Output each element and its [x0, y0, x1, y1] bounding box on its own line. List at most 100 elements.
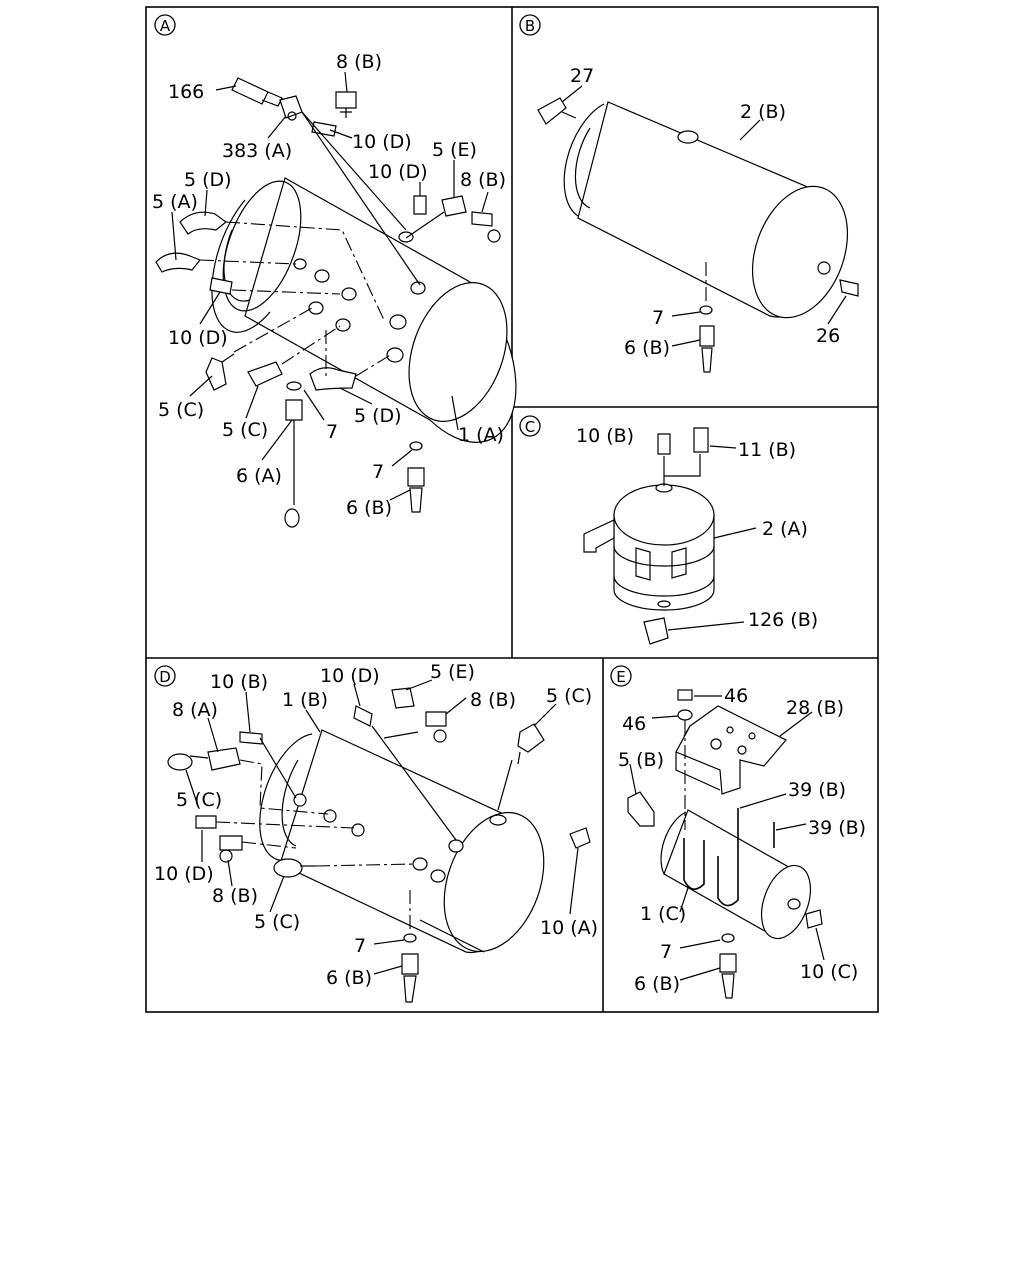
label-383a: 383 (A) — [222, 140, 292, 162]
fitting-27 — [537, 97, 577, 125]
fitting-8a — [207, 747, 241, 771]
label-7: 7 — [660, 941, 672, 963]
diagram-frame — [145, 6, 879, 1013]
label-10b: 10 (B) — [210, 671, 268, 693]
svg-text:B: B — [525, 17, 535, 35]
label-1c: 1 (C) — [640, 903, 686, 925]
fitting-5e — [441, 195, 467, 217]
fitting-5a — [155, 252, 201, 273]
panel-e-marker: E — [610, 665, 632, 687]
fitting-5c-mid — [247, 361, 283, 387]
label-5b: 5 (B) — [618, 749, 664, 771]
panel-a: A — [152, 14, 517, 528]
label-7: 7 — [372, 461, 384, 483]
label-5c: 5 (C) — [254, 911, 300, 933]
label-46: 46 — [622, 713, 646, 735]
fitting-8b-right — [471, 211, 501, 243]
plug-10c — [805, 909, 823, 929]
fitting-10d-mid — [413, 195, 427, 215]
label-6b: 6 (B) — [624, 337, 670, 359]
label-10d: 10 (D) — [154, 863, 214, 885]
fitting-10d-d-left — [195, 815, 217, 829]
panel-c: C 10 (B) — [519, 415, 818, 645]
tank-ports — [293, 231, 426, 363]
label-28b: 28 (B) — [786, 697, 844, 719]
panel-a-connection-lines — [199, 111, 445, 380]
label-5c: 5 (C) — [222, 419, 268, 441]
label-7: 7 — [652, 307, 664, 329]
label-46: 46 — [724, 685, 748, 707]
label-10d: 10 (D) — [168, 327, 228, 349]
valve-6a — [284, 381, 303, 528]
label-2a: 2 (A) — [762, 518, 808, 540]
panel-d-connection-lines — [215, 725, 513, 953]
bracket-28b — [675, 705, 787, 795]
valve-6b-d — [401, 890, 419, 1003]
label-8a: 8 (A) — [172, 699, 218, 721]
panel-d: D — [154, 661, 598, 1003]
panel-e: E — [610, 665, 866, 999]
panel-d-marker: D — [154, 665, 176, 687]
label-5d: 5 (D) — [184, 169, 232, 191]
panel-a-marker: A — [154, 14, 176, 36]
label-7: 7 — [354, 935, 366, 957]
label-5e: 5 (E) — [430, 661, 475, 683]
label-8b: 8 (B) — [460, 169, 506, 191]
panel-c-leaders — [663, 445, 757, 631]
valve-6b-e — [719, 933, 737, 999]
fitting-5c-d-top — [517, 723, 545, 765]
panel-d-leaders — [185, 679, 579, 975]
fitting-5c-left — [205, 353, 235, 391]
label-10d: 10 (D) — [352, 131, 412, 153]
label-5c: 5 (C) — [158, 399, 204, 421]
fitting-8b-d-left — [219, 835, 243, 863]
panel-a-part-labels: 166 8 (B) 383 (A) 10 (D) 10 (D) 5 (E) 8 … — [152, 51, 506, 519]
panel-d-part-labels: 10 (B) 10 (D) 5 (E) 8 (B) 5 (C) 8 (A) 1 … — [154, 661, 598, 989]
svg-text:A: A — [160, 17, 171, 35]
label-6a: 6 (A) — [236, 465, 282, 487]
panel-e-leaders — [629, 695, 825, 981]
label-10a: 10 (A) — [540, 917, 598, 939]
label-26: 26 — [816, 325, 840, 347]
label-166: 166 — [168, 81, 204, 103]
svg-text:E: E — [616, 668, 625, 686]
panel-b: B 27 — [519, 14, 859, 373]
panel-c-part-labels: 10 (B) 11 (B) 2 (A) 126 (B) — [576, 425, 818, 631]
fitting-5d-upper — [179, 211, 227, 235]
svg-text:C: C — [525, 418, 535, 436]
fitting-5c-d-lower — [273, 858, 316, 878]
air-tank-2a — [583, 483, 715, 611]
label-5c: 5 (C) — [176, 789, 222, 811]
label-8b: 8 (B) — [470, 689, 516, 711]
fitting-10b-d — [239, 731, 263, 745]
panel-e-part-labels: 46 46 28 (B) 5 (B) 39 (B) 39 (B) 1 (C) 7… — [618, 685, 866, 995]
label-39b: 39 (B) — [808, 817, 866, 839]
fitting-8b-top — [335, 91, 357, 118]
label-1a: 1 (A) — [458, 424, 504, 446]
label-2b: 2 (B) — [740, 101, 786, 123]
fitting-10d-d-top — [353, 705, 373, 727]
label-10d: 10 (D) — [320, 665, 380, 687]
nut-46-lower — [677, 709, 693, 721]
fitting-5e-d — [391, 687, 415, 709]
label-10b: 10 (B) — [576, 425, 634, 447]
fitting-8b-d-top — [425, 711, 447, 743]
fitting-126b — [643, 617, 669, 645]
label-5e: 5 (E) — [432, 139, 477, 161]
label-7: 7 — [326, 421, 338, 443]
panel-b-part-labels: 27 2 (B) 7 6 (B) 26 — [570, 65, 840, 359]
air-tank-1a — [211, 177, 517, 443]
air-tank-2b — [563, 101, 849, 319]
plug-10a — [569, 827, 591, 849]
svg-text:D: D — [159, 668, 171, 686]
label-8b: 8 (B) — [336, 51, 382, 73]
label-126b: 126 (B) — [748, 609, 818, 631]
fitting-166 — [231, 77, 283, 107]
valve-6b-a — [407, 441, 425, 513]
u-bolt-39b — [683, 808, 775, 907]
label-27: 27 — [570, 65, 594, 87]
panel-b-marker: B — [519, 14, 541, 36]
fitting-383a — [279, 95, 303, 121]
label-5a: 5 (A) — [152, 191, 198, 213]
fitting-5d-lower — [309, 367, 357, 391]
